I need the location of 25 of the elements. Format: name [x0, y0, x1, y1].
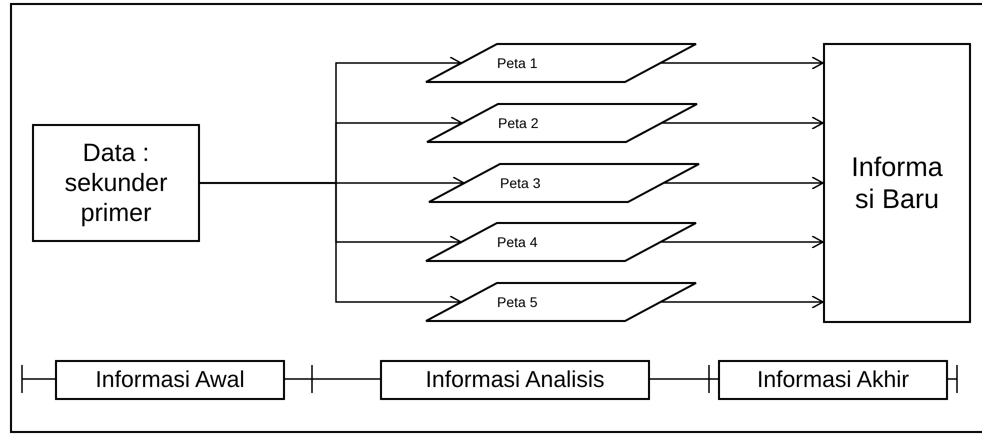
process-box	[55, 360, 285, 400]
arrow	[664, 176, 824, 190]
process-box	[823, 43, 971, 323]
node-label: Informa si Baru	[850, 150, 944, 216]
node-label: Peta 2	[498, 114, 538, 132]
arrow	[661, 235, 824, 249]
node-label: Informasi Akhir	[756, 366, 910, 394]
node-label: Peta 4	[497, 234, 538, 250]
node-label: Informasi Awal	[95, 366, 245, 394]
node-label: Data : sekunder primer	[64, 138, 168, 228]
data-parallelogram	[425, 222, 697, 262]
process-box	[32, 124, 200, 242]
node-label: Peta 5	[497, 294, 538, 310]
process-box	[380, 360, 650, 400]
node-label: Peta 3	[500, 174, 540, 192]
arrow	[661, 56, 824, 70]
arrow	[662, 116, 824, 130]
data-parallelogram	[426, 103, 698, 143]
data-parallelogram	[428, 163, 700, 203]
arrow	[661, 295, 824, 309]
data-parallelogram	[425, 43, 697, 83]
process-box	[718, 360, 948, 400]
node-label: Peta 1	[497, 54, 538, 72]
node-label: Informasi Analisis	[426, 366, 604, 394]
data-parallelogram	[425, 282, 697, 322]
